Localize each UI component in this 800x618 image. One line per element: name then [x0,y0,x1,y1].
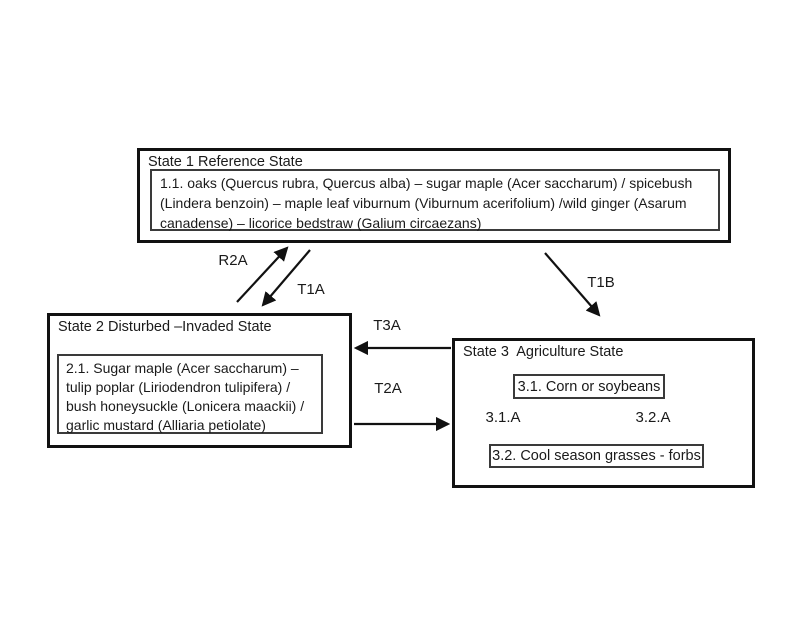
community-1-1-text: 1.1. oaks (Quercus rubra, Quercus alba) … [160,175,693,231]
state-3-title: State 3 Agriculture State [463,344,624,360]
transition-arrow-t1a [261,249,311,307]
community-box-3-2: 3.2. Cool season grasses - forbs [489,444,704,468]
transition-label-t1b: T1B [587,274,615,291]
transition-label-r2a: R2A [218,252,248,269]
transition-arrow-r2a [236,246,289,303]
state-1-title: State 1 Reference State [148,154,303,170]
transition-label-t2a: T2A [374,380,402,397]
transition-label-t3a: T3A [373,317,401,334]
community-box-3-1: 3.1. Corn or soybeans [513,374,665,399]
community-box-2-1: 2.1. Sugar maple (Acer saccharum) –tulip… [57,354,323,434]
community-3-1-text: 3.1. Corn or soybeans [517,378,661,395]
transition-label-3-2-a: 3.2.A [635,409,671,426]
transition-arrow-t1b [544,252,601,317]
community-2-1-text: 2.1. Sugar maple (Acer saccharum) –tulip… [66,360,305,433]
community-3-2-text: 3.2. Cool season grasses - forbs [492,448,701,464]
community-box-1-1: 1.1. oaks (Quercus rubra, Quercus alba) … [150,169,720,231]
transition-label-t1a: T1A [297,281,325,298]
transition-label-3-1-a: 3.1.A [485,409,521,426]
state-2-title: State 2 Disturbed –Invaded State [58,319,272,335]
